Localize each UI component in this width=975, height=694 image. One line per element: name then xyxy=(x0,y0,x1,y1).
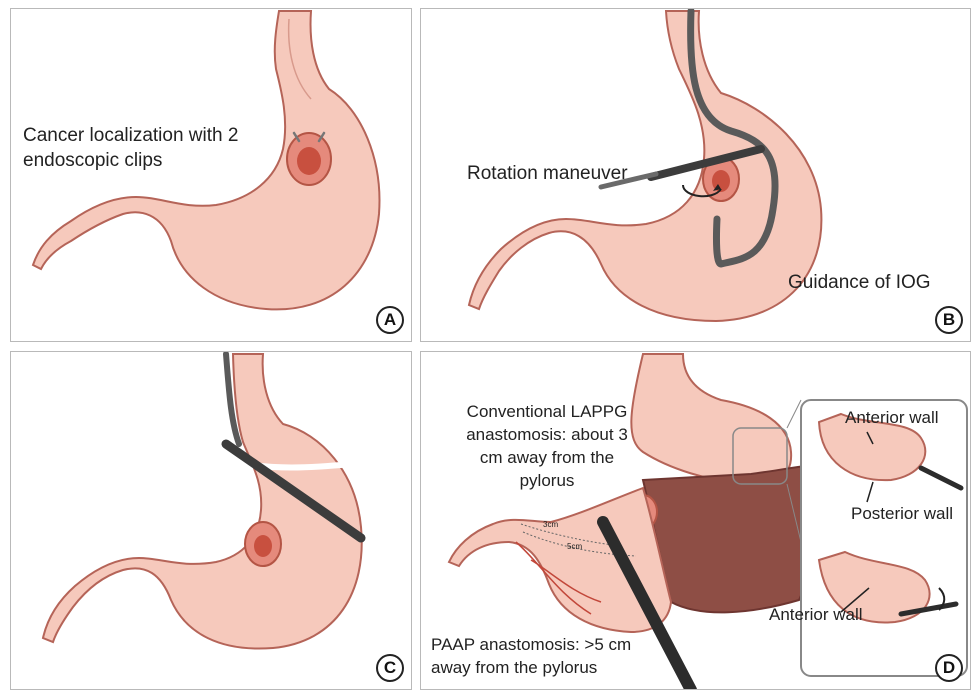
label-cancer-localization: Cancer localization with 2 endoscopic cl… xyxy=(23,123,273,173)
panel-a: Cancer localization with 2 endoscopic cl… xyxy=(10,8,412,342)
panel-c: C xyxy=(10,351,412,690)
panel-badge-c: C xyxy=(376,654,404,682)
panel-b: Rotation maneuver Guidance of IOG B xyxy=(420,8,971,342)
label-anterior-wall-bottom: Anterior wall xyxy=(769,603,863,626)
panel-badge-b: B xyxy=(935,306,963,334)
stomach-illustration-c xyxy=(11,352,412,690)
panel-badge-d: D xyxy=(935,654,963,682)
lesion-core xyxy=(254,535,272,557)
lesion-core xyxy=(297,147,321,175)
distal-stomach xyxy=(449,488,671,632)
proximal-stomach xyxy=(631,354,791,485)
label-guidance-iog: Guidance of IOG xyxy=(788,270,931,295)
panel-badge-a: A xyxy=(376,306,404,334)
label-paap-anastomosis: PAAP anastomosis: >5 cm away from the py… xyxy=(431,633,661,679)
label-rotation-maneuver: Rotation maneuver xyxy=(467,161,628,186)
label-conventional-lappg: Conventional LAPPG anastomosis: about 3 … xyxy=(457,400,637,492)
label-anterior-wall-top: Anterior wall xyxy=(845,406,939,429)
label-3cm: 3cm xyxy=(543,520,558,530)
stomach-illustration-a xyxy=(11,9,412,342)
label-posterior-wall: Posterior wall xyxy=(851,502,953,525)
label-5cm: 5cm xyxy=(567,542,582,552)
panel-d: Conventional LAPPG anastomosis: about 3 … xyxy=(420,351,971,690)
